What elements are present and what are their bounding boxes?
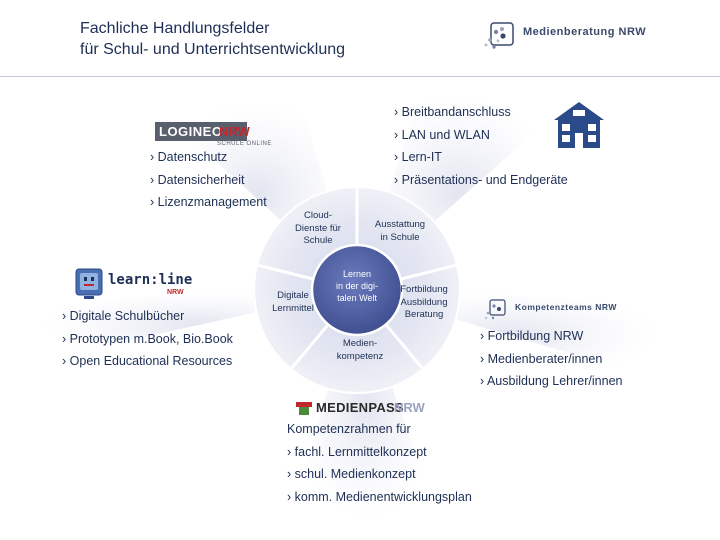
medienpass-logo: MEDIENPASS NRW [296,400,426,418]
kompetenzteams-text: Kompetenzteams NRW [515,302,617,312]
fortbildung-list: Fortbildung NRW Medienberater/innen Ausb… [480,325,623,393]
central-wheel [253,186,461,394]
list-item: fachl. Lernmittelkonzept [287,441,472,464]
house-icon [554,102,604,148]
logineo-logo: LOGINEO NRW SCHULE ONLINE [155,122,275,150]
logineo-text: LOGINEO [159,124,223,139]
list-item: Datensicherheit [150,169,267,192]
logineo-nrw: NRW [219,124,250,139]
wheel-label-kompetenz: Medien- kompetenz [336,338,384,362]
list-heading: Kompetenzrahmen für [287,422,411,436]
wheel-label-fortbildung: Fortbildung Ausbildung Beratung [400,284,448,320]
list-item: Fortbildung NRW [480,325,622,348]
list-item: komm. Medienentwicklungsplan [287,486,472,509]
wheel-label-ausstattung: Ausstattung in Schule [374,219,426,243]
title-line-1: Fachliche Handlungsfelder [80,20,270,37]
list-item: Prototypen m.Book, Bio.Book [62,328,233,351]
list-item: Open Educational Resources [62,350,233,373]
medienpass-list: Kompetenzrahmen für fachl. Lernmittelkon… [287,418,472,508]
learnline-text: learn:line [108,272,193,288]
list-item: Lizenzmanagement [150,191,267,214]
list-item: Breitbandanschluss [394,101,568,124]
brand-name: Medienberatung NRW [523,26,647,38]
medienpass-nrw: NRW [394,400,425,415]
brand-logo [482,20,518,57]
learnline-logo: learn:line NRW [75,268,195,300]
dots-logo-icon [484,299,506,320]
list-item: Datenschutz [150,146,267,169]
list-item: Ausbildung Lehrer/innen [480,370,623,393]
learnline-list: Digitale Schulbücher Prototypen m.Book, … [62,305,233,373]
wheel-label-lernmittel: Digitale Lernmittel [272,290,314,314]
dots-logo-icon [484,22,514,49]
logineo-list: Datenschutz Datensicherheit Lizenzmanage… [150,146,267,214]
list-item: Präsentations- und Endgeräte [394,169,568,192]
monitor-face-icon [75,268,103,299]
list-item: Medienberater/innen [480,348,622,371]
wheel-label-cloud: Cloud- Dienste für Schule [295,210,341,246]
list-item: Digitale Schulbücher [62,305,233,328]
list-item: Lern-IT [394,146,568,169]
learnline-nrw: NRW [167,289,184,296]
list-item: LAN und WLAN [394,124,568,147]
medienpass-text: MEDIENPASS [316,400,404,415]
logineo-subtitle: SCHULE ONLINE [217,141,272,147]
medienpass-icon [296,402,312,415]
header-divider [0,76,720,77]
list-item: schul. Medienkonzept [287,463,472,486]
wheel-center-label: Lernen in der digi- talen Welt [335,269,379,303]
kompetenzteams-logo [483,298,513,327]
title-line-2: für Schul- und Unterrichtsentwicklung [80,41,346,58]
page-title: Fachliche Handlungsfelder für Schul- und… [80,18,345,60]
ausstattung-list: Breitbandanschluss LAN und WLAN Lern-IT … [394,101,568,191]
